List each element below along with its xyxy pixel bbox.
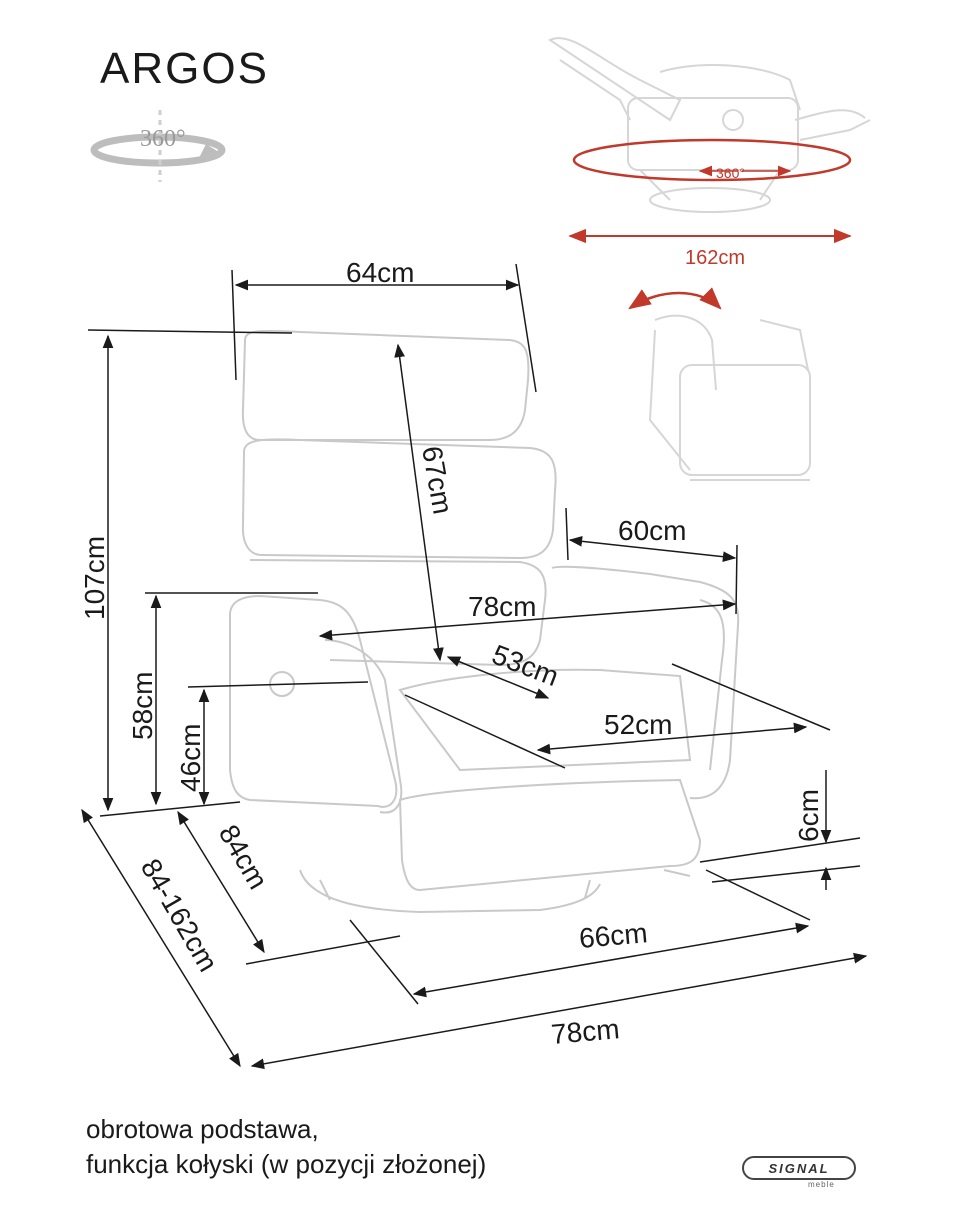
rocking-view-chair <box>648 314 811 481</box>
product-title: ARGOS <box>100 44 269 93</box>
dim-seat-height-label: 46cm <box>175 724 206 792</box>
product-description: obrotowa podstawa, funkcja kołyski (w po… <box>86 1112 486 1182</box>
dim-backrest-height-label: 67cm <box>416 444 458 517</box>
dim-armrest-height-label: 58cm <box>127 672 158 740</box>
dim-seat-depth-label: 53cm <box>488 639 563 692</box>
rotation-badge-label: 360° <box>140 126 186 152</box>
dim-base-clearance-label: 6cm <box>793 789 824 842</box>
brand-logo-subtext: meble <box>808 1180 835 1189</box>
dim-depth-extended-label: 84-162cm <box>135 854 224 977</box>
swivel-width-label: 162cm <box>685 247 745 269</box>
swivel-rotation-label: 360° <box>716 165 745 181</box>
dim-total-width-label: 78cm <box>550 1013 621 1050</box>
swivel-rotation-ellipse <box>572 138 852 182</box>
rotation-360-icon: 360° <box>90 110 226 182</box>
dim-armrest-length-label: 60cm <box>618 515 686 546</box>
dim-front-width-label: 66cm <box>578 917 649 954</box>
description-line-2: funkcja kołyski (w pozycji złożonej) <box>86 1149 487 1179</box>
swivel-view-chair <box>548 37 871 213</box>
dim-seat-width-label: 52cm <box>604 709 672 740</box>
dimension-lines <box>81 263 868 1070</box>
dim-total-height-label: 107cm <box>79 536 110 620</box>
brand-logo-text: SIGNAL <box>768 1160 830 1176</box>
description-line-1: obrotowa podstawa, <box>86 1114 319 1144</box>
dim-backrest-width-label: 64cm <box>346 257 414 288</box>
rocking-arrow-icon <box>628 287 722 310</box>
dim-inner-width-label: 78cm <box>468 591 536 622</box>
brand-logo: SIGNAL <box>742 1156 856 1180</box>
